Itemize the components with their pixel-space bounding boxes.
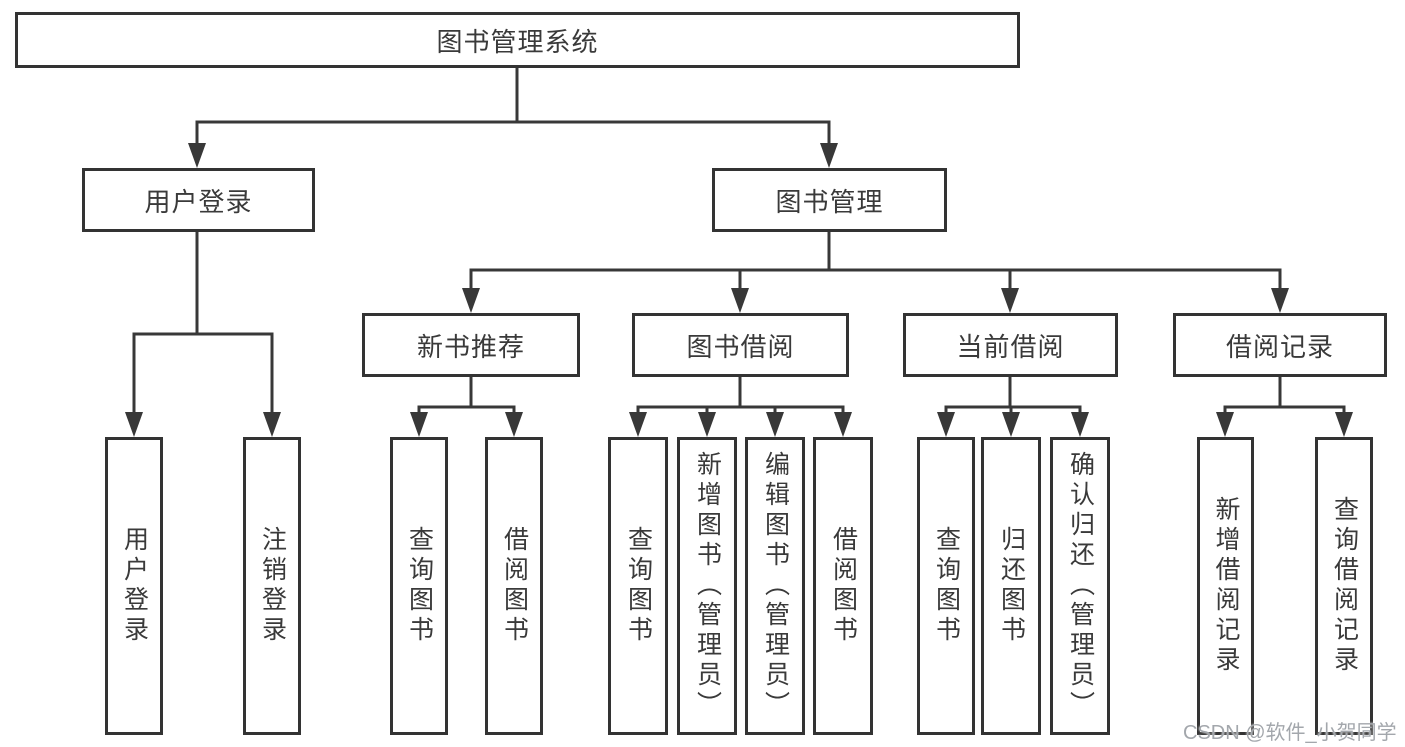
- leaf-logout-label: 注销登录: [258, 526, 287, 646]
- leaf-add-book-admin: 新增图书（管理员）: [677, 437, 737, 735]
- leaf-query-books-recommend: 查询图书: [390, 437, 448, 735]
- leaf-return-book-label: 归还图书: [997, 526, 1026, 646]
- leaf-edit-book-admin-label: 编辑图书（管理员）: [761, 451, 790, 721]
- connector-current-borrow-to-leaves: [937, 377, 1089, 437]
- leaf-query-books-current: 查询图书: [917, 437, 975, 735]
- leaf-edit-book-admin: 编辑图书（管理员）: [745, 437, 805, 735]
- leaf-query-books-current-label: 查询图书: [932, 526, 961, 646]
- connector-new-book-rec-to-leaves: [410, 377, 523, 437]
- node-book-management: 图书管理: [712, 168, 947, 232]
- leaf-query-borrow-record: 查询借阅记录: [1315, 437, 1373, 735]
- leaf-add-borrow-record-label: 新增借阅记录: [1212, 496, 1240, 676]
- connector-book-mgmt-to-level3: [462, 232, 1289, 313]
- leaf-add-borrow-record: 新增借阅记录: [1197, 437, 1254, 735]
- connector-borrow-records-to-leaves: [1216, 377, 1353, 437]
- node-book-borrow: 图书借阅: [632, 313, 849, 377]
- leaf-add-book-admin-label: 新增图书（管理员）: [693, 451, 722, 721]
- node-borrow-records: 借阅记录: [1173, 313, 1387, 377]
- leaf-logout: 注销登录: [243, 437, 301, 735]
- node-new-book-recommend: 新书推荐: [362, 313, 580, 377]
- connector-user-login-to-leaves: [125, 232, 281, 437]
- leaf-confirm-return-admin: 确认归还（管理员）: [1050, 437, 1110, 735]
- leaf-confirm-return-admin-label: 确认归还（管理员）: [1066, 451, 1095, 721]
- leaf-borrow-books-recommend: 借阅图书: [485, 437, 543, 735]
- node-user-login: 用户登录: [82, 168, 315, 232]
- leaf-query-books-recommend-label: 查询图书: [405, 526, 434, 646]
- leaf-user-login-label: 用户登录: [120, 526, 149, 646]
- connector-book-borrow-to-leaves: [629, 377, 852, 437]
- leaf-return-book: 归还图书: [981, 437, 1041, 735]
- connector-root-to-level2: [188, 68, 838, 168]
- csdn-watermark: CSDN @软件_小贺同学: [1183, 722, 1397, 744]
- node-current-borrow: 当前借阅: [903, 313, 1118, 377]
- node-root-system: 图书管理系统: [15, 12, 1020, 68]
- leaf-query-books-borrow-label: 查询图书: [624, 526, 653, 646]
- leaf-borrow-books-recommend-label: 借阅图书: [500, 526, 529, 646]
- leaf-user-login: 用户登录: [105, 437, 163, 735]
- leaf-borrow-books-label: 借阅图书: [829, 526, 858, 646]
- leaf-borrow-books: 借阅图书: [813, 437, 873, 735]
- leaf-query-borrow-record-label: 查询借阅记录: [1330, 496, 1359, 676]
- leaf-query-books-borrow: 查询图书: [608, 437, 668, 735]
